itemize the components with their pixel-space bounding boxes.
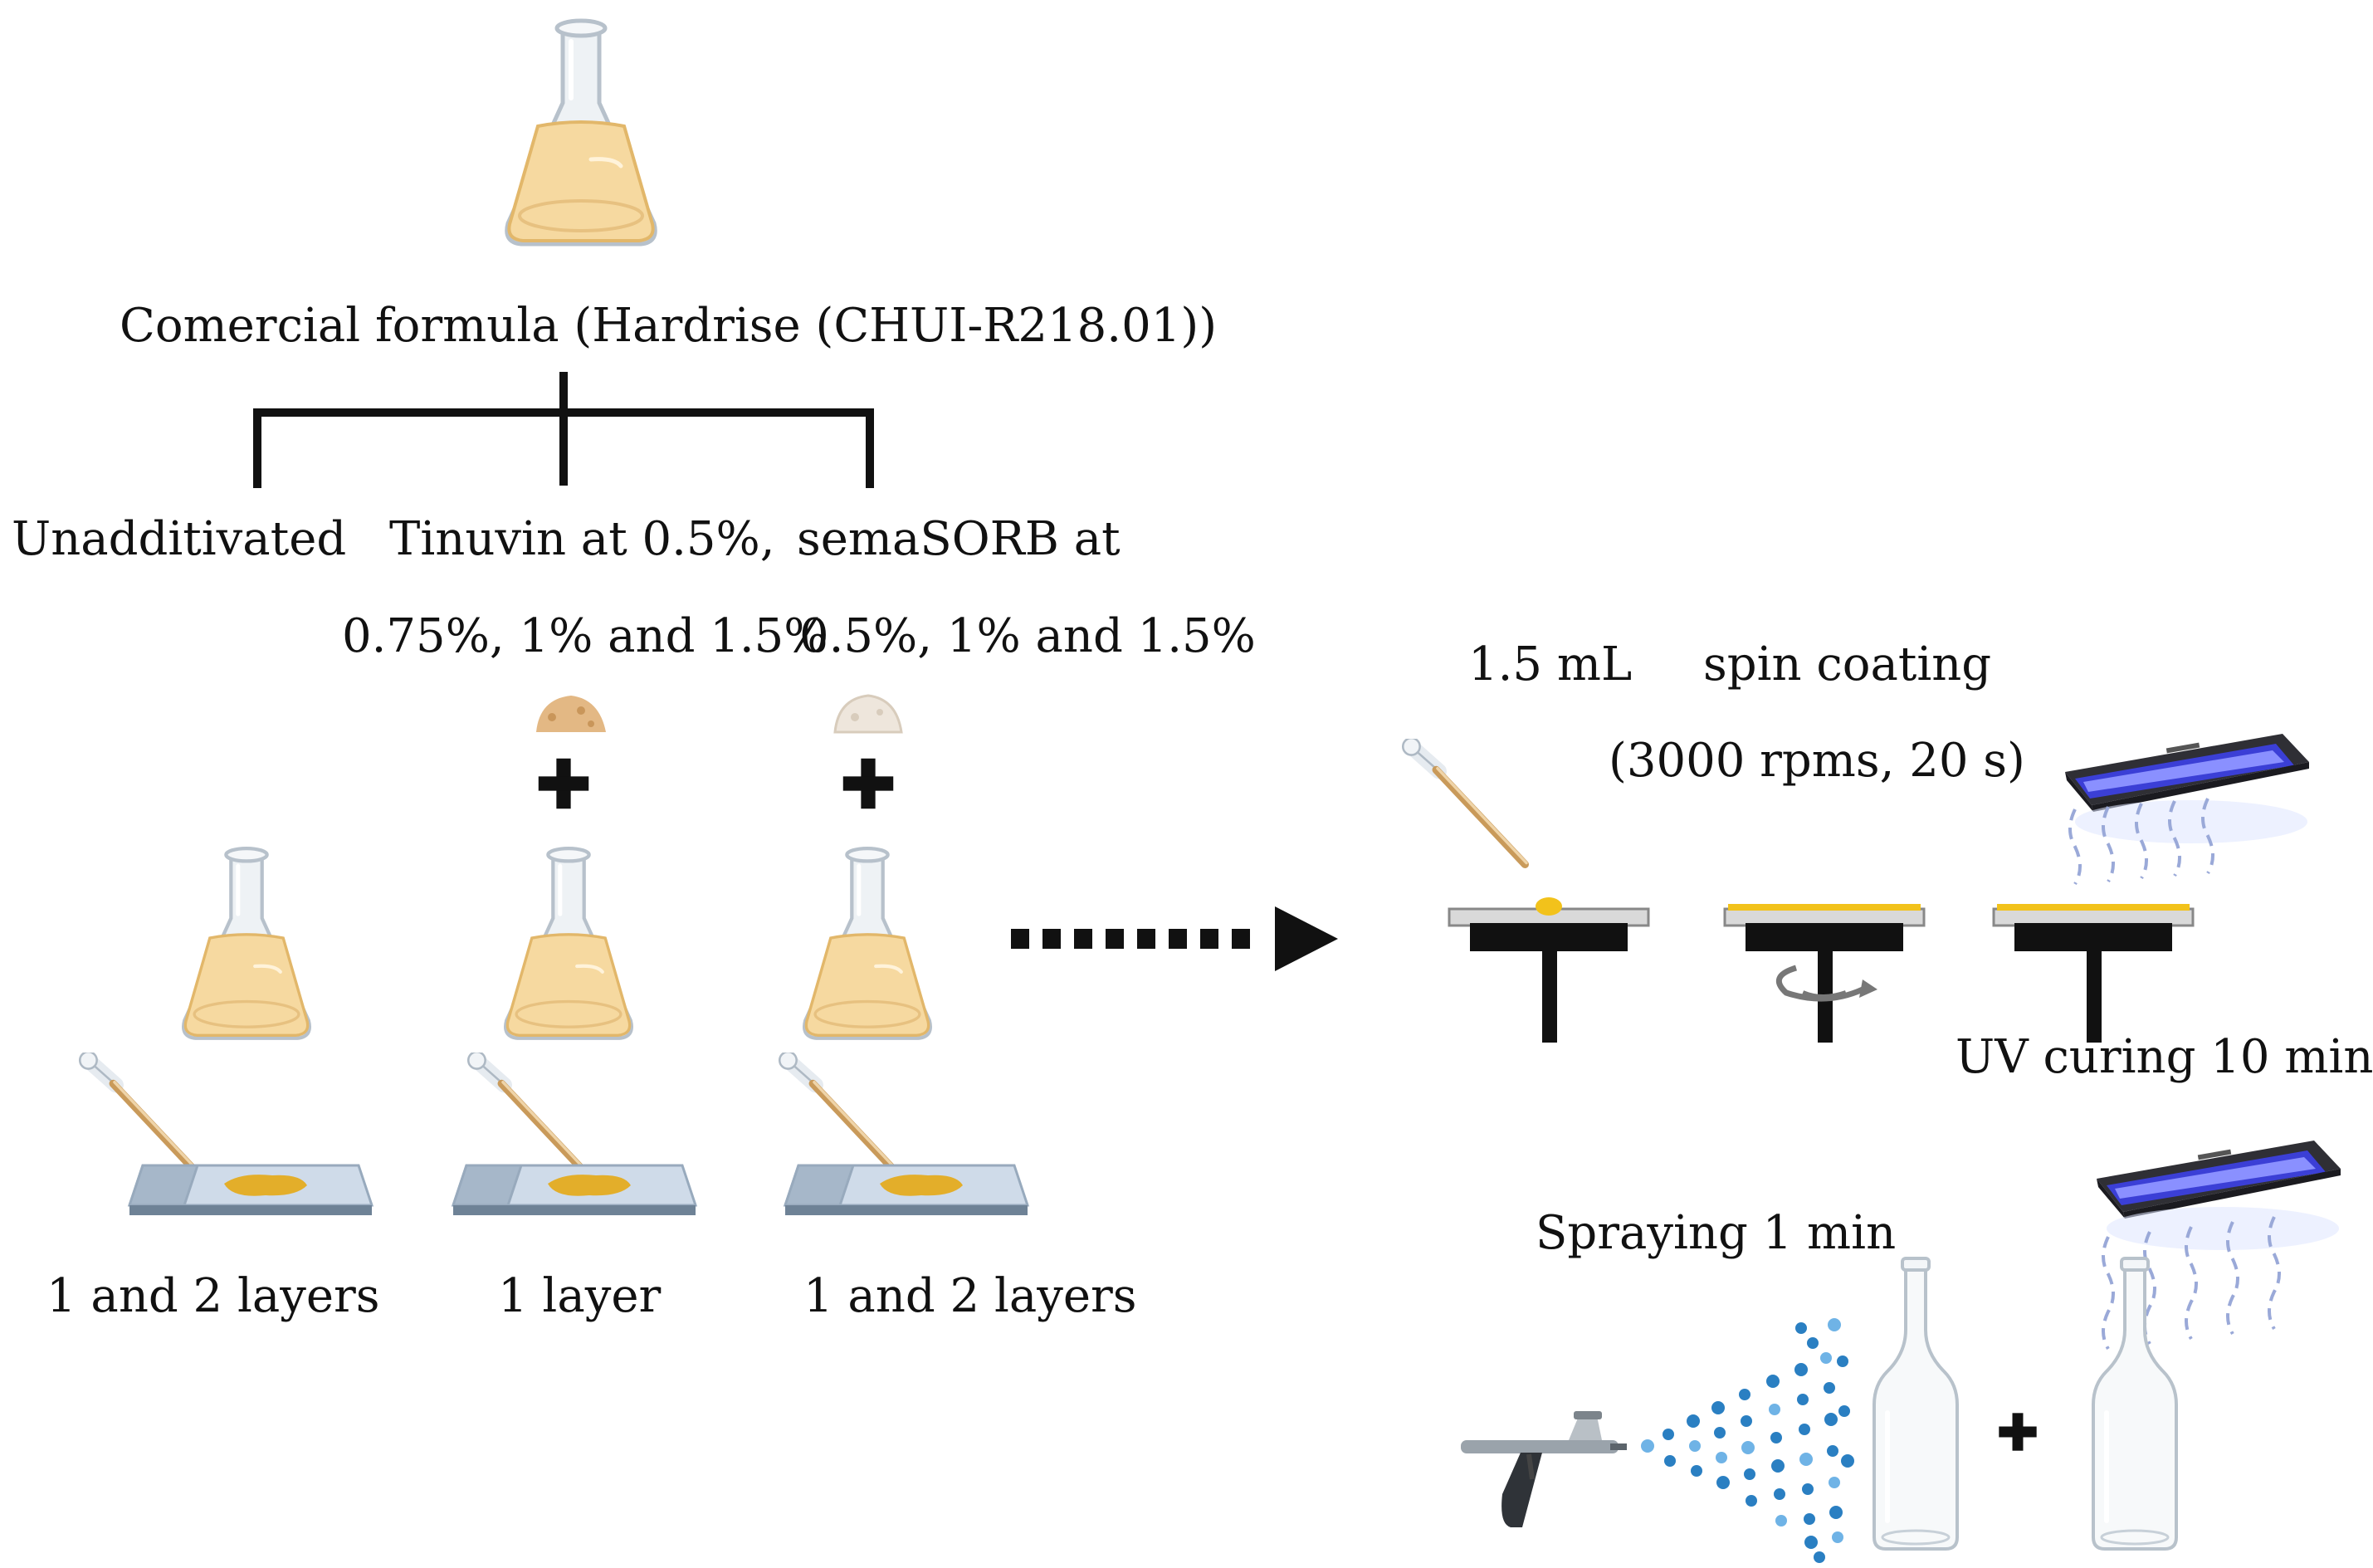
glass-bottle-icon xyxy=(1874,1258,1957,1549)
spray-droplet xyxy=(1716,1476,1730,1489)
airbrush-icon xyxy=(1461,1411,1627,1527)
tinuvin-layers-label: 1 layer xyxy=(498,1269,662,1323)
process-arrow-icon xyxy=(1011,906,1338,971)
spray-droplet xyxy=(1824,1413,1838,1426)
branch-tinuvin-label: Tinuvin at 0.5%, xyxy=(389,512,775,566)
pipette-icon xyxy=(779,1052,903,1178)
spray-droplet xyxy=(1766,1375,1780,1388)
spin-params-label: (3000 rpms, 20 s) xyxy=(1609,734,2025,788)
formula-title: Comercial formula (Hardrise (CHUI-R218.0… xyxy=(120,299,1218,353)
branch-tree xyxy=(253,372,874,488)
plus-icon xyxy=(842,758,894,809)
branch-semasorb-concentrations: 0.5%, 1% and 1.5% xyxy=(799,609,1256,663)
spray-droplet xyxy=(1807,1337,1819,1349)
semasorb-powder-icon xyxy=(833,694,903,734)
spray-droplets-icon xyxy=(1641,1318,1854,1563)
volume-label: 1.5 mL xyxy=(1468,637,1633,691)
spray-droplet xyxy=(1711,1401,1725,1414)
spray-droplet xyxy=(1739,1389,1750,1400)
spray-droplet xyxy=(1770,1432,1782,1443)
semasorb-layers-label: 1 and 2 layers xyxy=(803,1269,1137,1323)
branch-unadditivated-label: Unadditivated xyxy=(12,512,347,566)
spray-droplet xyxy=(1814,1551,1825,1563)
glass-slide-icon xyxy=(784,1164,1029,1217)
unadditivated-flask-icon xyxy=(183,848,310,1038)
tinuvin-powder-icon xyxy=(536,696,606,732)
spray-droplet xyxy=(1714,1427,1726,1439)
spray-droplet xyxy=(1828,1318,1841,1331)
pipette-icon xyxy=(468,1052,592,1178)
spray-droplet xyxy=(1687,1414,1700,1428)
unadditivated-layers-label: 1 and 2 layers xyxy=(46,1269,380,1323)
spray-droplet xyxy=(1771,1459,1785,1473)
spray-droplet xyxy=(1716,1452,1727,1463)
spray-droplet xyxy=(1799,1453,1813,1466)
spray-droplet xyxy=(1795,1322,1807,1334)
spray-droplet xyxy=(1746,1495,1757,1507)
spray-droplet xyxy=(1797,1394,1809,1405)
pipette-icon xyxy=(1403,738,1526,864)
source-flask-icon xyxy=(507,21,656,244)
spray-droplet xyxy=(1774,1488,1785,1500)
spray-droplet xyxy=(1691,1465,1702,1477)
spray-droplet xyxy=(1829,1506,1843,1519)
spin-coating-label: spin coating xyxy=(1703,637,1992,691)
uv-curing-label: UV curing 10 min xyxy=(1956,1030,2373,1084)
spray-droplet xyxy=(1838,1405,1850,1417)
spray-droplet xyxy=(1663,1429,1674,1440)
spray-droplet xyxy=(1664,1455,1676,1467)
glass-bottle-icon xyxy=(2093,1258,2176,1549)
spray-droplet xyxy=(1824,1382,1835,1394)
spray-droplet xyxy=(1741,1415,1752,1427)
plus-icon xyxy=(538,758,589,809)
spray-droplet xyxy=(1799,1424,1810,1435)
spray-droplet xyxy=(1804,1536,1818,1549)
spray-droplet xyxy=(1744,1468,1755,1480)
spray-droplet xyxy=(1832,1531,1843,1543)
branch-tinuvin-concentrations: 0.75%, 1% and 1.5% xyxy=(342,609,828,663)
spray-droplet xyxy=(1841,1454,1854,1468)
branch-semasorb-label: semaSORB at xyxy=(797,512,1121,566)
pipette-icon xyxy=(80,1052,203,1178)
glass-slide-icon xyxy=(128,1164,374,1217)
spray-droplet xyxy=(1837,1356,1848,1367)
spray-droplet xyxy=(1741,1441,1755,1454)
uv-lamp-icon xyxy=(2097,1141,2341,1250)
plus-icon xyxy=(1999,1413,2037,1451)
spray-droplet xyxy=(1641,1439,1654,1453)
spray-droplet xyxy=(1769,1404,1780,1415)
spray-droplet xyxy=(1775,1515,1787,1526)
spray-droplet xyxy=(1820,1352,1832,1364)
uv-rays-icon xyxy=(2068,798,2214,886)
spray-droplet xyxy=(1827,1445,1838,1457)
spray-droplet xyxy=(1689,1440,1701,1452)
spin-coater-curing-icon xyxy=(1992,904,2195,1043)
spraying-label: Spraying 1 min xyxy=(1536,1206,1897,1260)
spin-coater-deposit-icon xyxy=(1448,897,1650,1043)
spray-droplet xyxy=(1794,1363,1808,1376)
spray-droplet xyxy=(1802,1483,1814,1495)
spray-droplet xyxy=(1829,1477,1840,1488)
tinuvin-flask-icon xyxy=(505,848,632,1038)
semasorb-flask-icon xyxy=(804,848,930,1038)
glass-slide-icon xyxy=(452,1164,697,1217)
spray-droplet xyxy=(1804,1513,1815,1525)
spin-coater-spinning-icon xyxy=(1723,904,1926,1043)
